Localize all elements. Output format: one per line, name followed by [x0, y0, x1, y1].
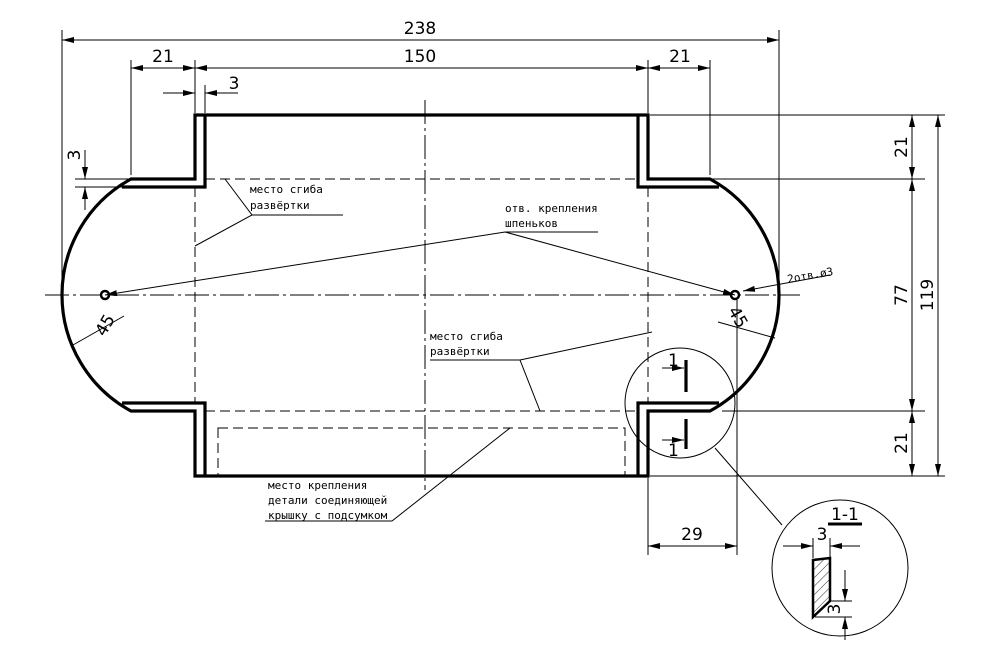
- svg-text:отв. крепления: отв. крепления: [505, 202, 598, 215]
- svg-text:29: 29: [681, 525, 703, 545]
- svg-text:2отв.ø3: 2отв.ø3: [786, 265, 834, 286]
- svg-text:3: 3: [825, 604, 845, 615]
- svg-text:1-1: 1-1: [831, 505, 859, 525]
- svg-text:место сгиба: место сгиба: [430, 330, 503, 343]
- svg-text:крышку с подсумком: крышку с подсумком: [268, 509, 388, 522]
- thickness-line-left: [122, 115, 207, 476]
- svg-text:3: 3: [817, 525, 828, 545]
- svg-text:21: 21: [892, 432, 912, 454]
- svg-text:1: 1: [668, 441, 679, 461]
- svg-text:238: 238: [404, 19, 436, 39]
- svg-text:21: 21: [892, 136, 912, 158]
- dimension-radius-left: 45: [72, 311, 125, 346]
- dimension-thickness-left: 3: [65, 150, 130, 210]
- note-hole-diameter: 2отв.ø3: [742, 265, 834, 292]
- svg-text:45: 45: [723, 303, 751, 332]
- svg-text:место сгиба: место сгиба: [250, 183, 323, 196]
- dimension-hole-offset: 29: [647, 300, 738, 555]
- thickness-line-right: [636, 115, 719, 476]
- svg-text:21: 21: [152, 47, 174, 67]
- svg-text:119: 119: [918, 279, 938, 311]
- note-attachment: место крепления детали соединяющей крышк…: [265, 427, 511, 522]
- svg-text:развёртки: развёртки: [250, 199, 310, 212]
- dimension-tabs-and-body: 21 150 21: [130, 47, 711, 175]
- note-fold-middle: место сгиба развёртки: [430, 330, 653, 412]
- svg-text:45: 45: [92, 311, 120, 340]
- svg-text:детали соединяющей: детали соединяющей: [268, 494, 387, 507]
- part-outline: [60, 113, 781, 478]
- svg-text:шпеньков: шпеньков: [505, 217, 558, 230]
- svg-text:1: 1: [668, 351, 679, 371]
- dimension-thickness-top: 3: [163, 74, 239, 113]
- svg-text:21: 21: [669, 47, 691, 67]
- svg-text:3: 3: [65, 150, 85, 161]
- dimension-radius-right: 45: [717, 303, 776, 339]
- note-fold-top: место сгиба развёртки: [194, 178, 343, 247]
- note-holes: отв. крепления шпеньков: [104, 202, 736, 297]
- svg-text:77: 77: [892, 284, 912, 306]
- section-view-1-1: 1-1 3 3: [771, 499, 909, 640]
- dimension-overall-width: 238: [61, 19, 780, 290]
- svg-text:3: 3: [229, 74, 240, 94]
- attachment-area: [217, 427, 626, 477]
- dimension-heights: 21 77 21 119: [650, 114, 945, 477]
- svg-text:150: 150: [404, 47, 436, 67]
- svg-text:место крепления: место крепления: [268, 479, 367, 492]
- detail-circle: 1 1: [624, 347, 783, 526]
- svg-text:развёртки: развёртки: [430, 345, 490, 358]
